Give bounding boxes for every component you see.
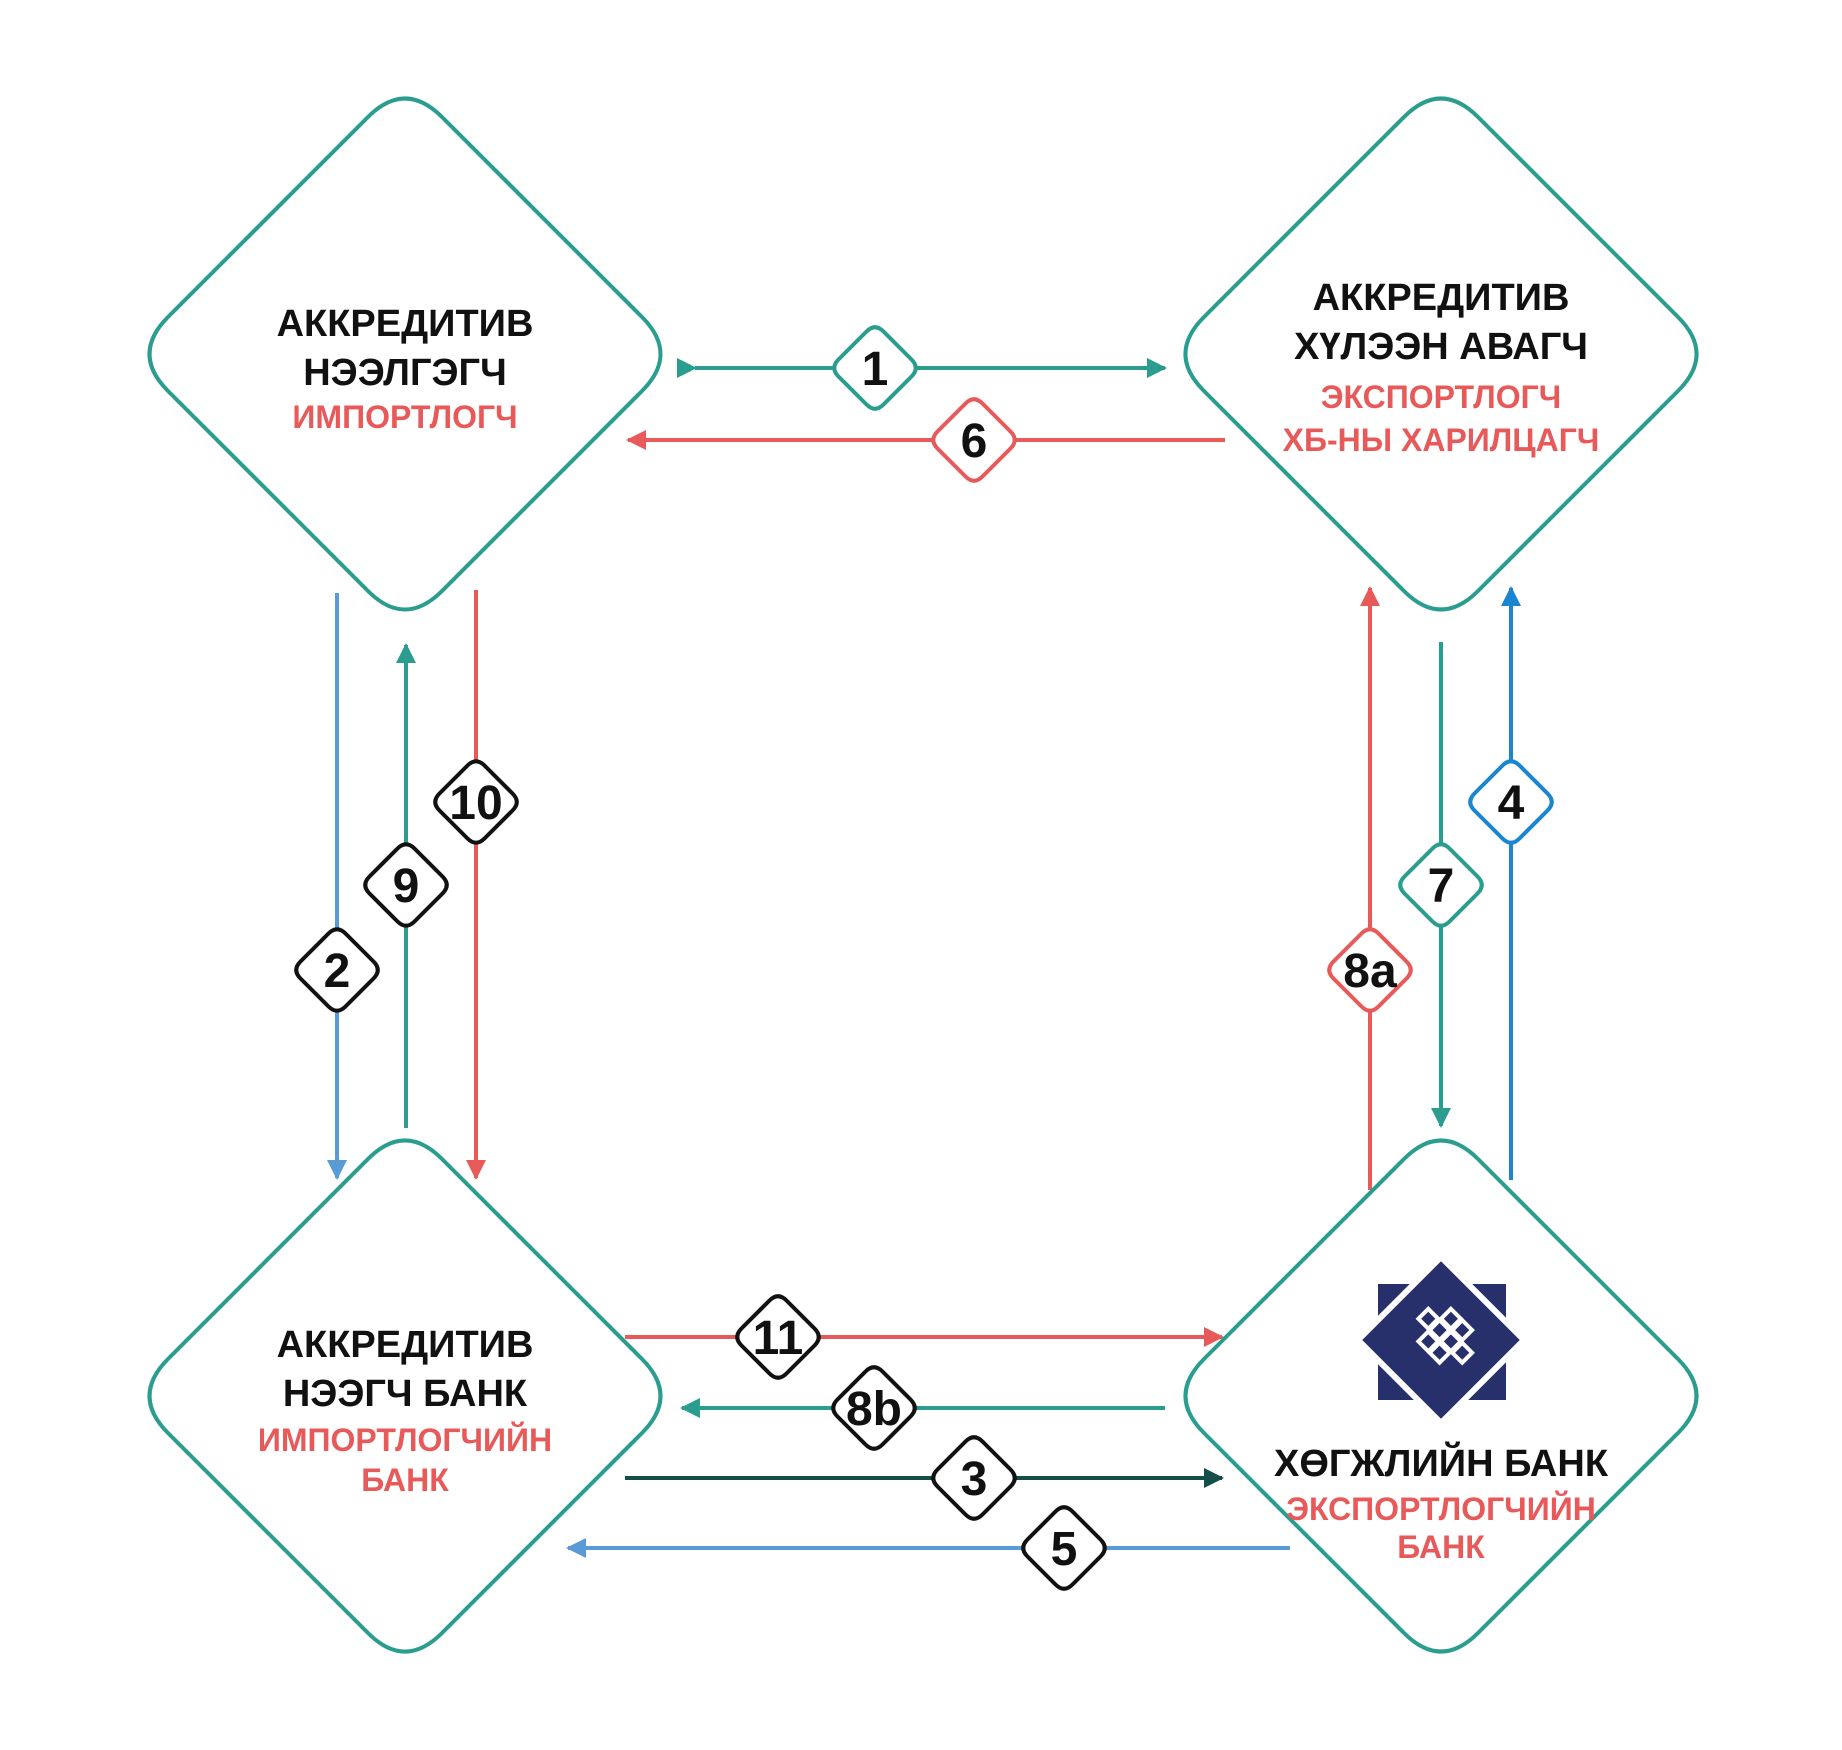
step-badge-label: 8a <box>1343 945 1397 998</box>
step-badge-shape <box>294 927 380 1013</box>
step-badge-shape <box>363 842 449 928</box>
step-badges: 1 2 3 4 5 6 7 8a 8b 9 10 11 <box>294 325 1554 1591</box>
applicant-title-2: НЭЭЛГЭГЧ <box>303 352 507 394</box>
step-badge-shape <box>1468 759 1554 845</box>
step-badge-11: 11 <box>735 1294 821 1380</box>
advising-bank-subtitle-2: БАНК <box>1397 1529 1485 1565</box>
step-badge-8b: 8b <box>831 1365 917 1451</box>
step-badge-9: 9 <box>363 842 449 928</box>
applicant-title-1: АККРЕДИТИВ <box>277 303 534 345</box>
step-badge-label: 9 <box>393 860 420 913</box>
step-badge-label: 8b <box>846 1383 902 1436</box>
issuing-bank-subtitle-2: БАНК <box>361 1462 449 1498</box>
step-badge-shape <box>1327 927 1413 1013</box>
issuing-bank-subtitle-1: ИМПОРТЛОГЧИЙН <box>258 1422 552 1458</box>
step-badge-label: 4 <box>1498 777 1525 830</box>
step-badge-label: 11 <box>753 1312 804 1365</box>
connectors <box>327 358 1521 1558</box>
step-badge-3: 3 <box>931 1435 1017 1521</box>
node-issuing-bank: АККРЕДИТИВ НЭЭГЧ БАНК ИМПОРТЛОГЧИЙН БАНК <box>147 1138 663 1654</box>
step-badge-4: 4 <box>1468 759 1554 845</box>
step-badge-shape <box>832 325 918 411</box>
step-badge-shape <box>831 1365 917 1451</box>
step-badge-label: 2 <box>324 945 351 998</box>
node-applicant: АККРЕДИТИВ НЭЭЛГЭГЧ ИМПОРТЛОГЧ <box>147 96 663 612</box>
step-badge-label: 10 <box>449 777 502 830</box>
step-badge-label: 5 <box>1051 1523 1078 1576</box>
step-badge-6: 6 <box>931 397 1017 483</box>
step-badge-shape <box>433 759 519 845</box>
applicant-subtitle-1: ИМПОРТЛОГЧ <box>292 399 517 435</box>
node-beneficiary: АККРЕДИТИВ ХҮЛЭЭН АВАГЧ ЭКСПОРТЛОГЧ ХБ-Н… <box>1183 96 1699 612</box>
step-badge-shape <box>931 397 1017 483</box>
beneficiary-title-1: АККРЕДИТИВ <box>1313 277 1570 319</box>
step-badge-5: 5 <box>1021 1505 1107 1591</box>
step-badge-shape <box>931 1435 1017 1521</box>
step-badge-shape <box>1021 1505 1107 1591</box>
step-badge-7: 7 <box>1398 842 1484 928</box>
step-badge-label: 3 <box>961 1453 988 1506</box>
step-badge-8a: 8a <box>1327 927 1413 1013</box>
endless-knot-logo-icon <box>1353 1252 1529 1428</box>
step-badge-2: 2 <box>294 927 380 1013</box>
advising-bank-title-1: ХӨГЖЛИЙН БАНК <box>1274 1440 1609 1485</box>
step-badge-10: 10 <box>433 759 519 845</box>
issuing-bank-title-1: АККРЕДИТИВ <box>277 1324 534 1366</box>
step-badge-label: 1 <box>862 343 889 396</box>
node-advising-bank: ХӨГЖЛИЙН БАНК ЭКСПОРТЛОГЧИЙН БАНК <box>1183 1138 1699 1654</box>
advising-bank-subtitle-1: ЭКСПОРТЛОГЧИЙН <box>1286 1491 1596 1527</box>
step-badge-shape <box>735 1294 821 1380</box>
issuing-bank-title-2: НЭЭГЧ БАНК <box>283 1373 528 1415</box>
beneficiary-title-2: ХҮЛЭЭН АВАГЧ <box>1294 326 1588 368</box>
beneficiary-subtitle-2: ХБ-НЫ ХАРИЛЦАГЧ <box>1283 422 1600 458</box>
step-badge-1: 1 <box>832 325 918 411</box>
step-badge-label: 6 <box>961 415 988 468</box>
step-badge-shape <box>1398 842 1484 928</box>
step-badge-label: 7 <box>1428 860 1455 913</box>
beneficiary-subtitle-1: ЭКСПОРТЛОГЧ <box>1321 379 1562 415</box>
